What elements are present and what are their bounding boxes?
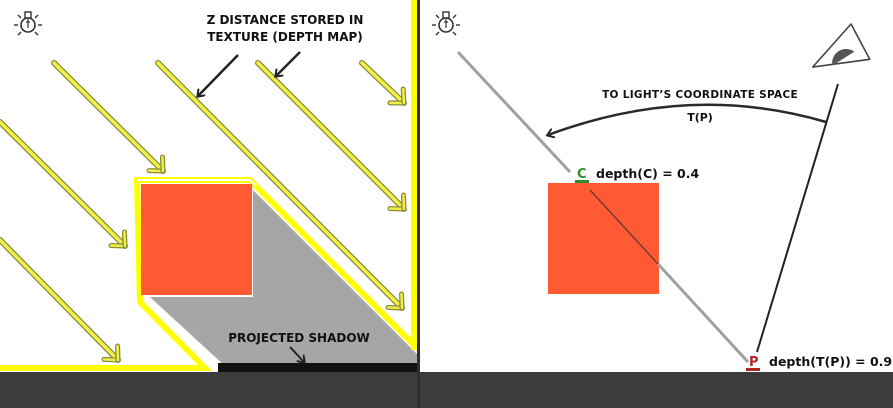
left-panel: Z DISTANCE STORED IN TEXTURE (DEPTH MAP)… <box>0 0 418 372</box>
point-p-marker <box>746 368 760 371</box>
point-p-letter: P <box>749 355 759 370</box>
shadow-floor-strip <box>218 363 418 372</box>
ray-c-to-p <box>589 189 659 265</box>
panel-divider <box>417 0 420 408</box>
annotation-line-2: TEXTURE (DEPTH MAP) <box>207 30 363 44</box>
light-ray-arrow <box>359 60 407 106</box>
lightbulb-icon <box>14 11 42 36</box>
depth-map-contour <box>0 177 417 371</box>
light-ray-arrow <box>51 60 166 174</box>
camera-eye-icon <box>811 23 871 68</box>
transform-arc <box>548 103 827 135</box>
transform-label-line-1: TO LIGHT’S COORDINATE SPACE <box>602 89 798 101</box>
projected-shadow <box>150 190 418 367</box>
depth-map-contour-inner <box>137 179 257 187</box>
light-rays <box>0 60 407 363</box>
transform-label-line-2: T(P) <box>687 111 713 124</box>
occluder-cube <box>141 184 252 295</box>
point-c-label: depth(C) = 0.4 <box>596 166 699 181</box>
lightbulb-icon-right <box>432 11 460 36</box>
ray-c-to-p-outside <box>656 262 750 364</box>
floor-right <box>420 372 893 408</box>
shadow-label-arrow <box>289 346 304 362</box>
light-ray-arrow <box>155 60 405 311</box>
light-ray-arrow <box>0 237 121 363</box>
point-p-label: depth(T(P)) = 0.9 <box>769 354 892 369</box>
light-ray-arrow <box>0 119 128 249</box>
annotation-line-1: Z DISTANCE STORED IN <box>207 13 364 27</box>
light-ray-arrow <box>255 60 407 212</box>
light-ray-to-c <box>456 50 572 174</box>
right-panel: TO LIGHT’S COORDINATE SPACE T(P) C depth… <box>432 11 892 371</box>
cube-right <box>548 183 659 294</box>
view-ray <box>756 83 839 353</box>
annotation-arrow-1 <box>198 54 239 96</box>
projected-shadow-label: PROJECTED SHADOW <box>228 331 370 345</box>
point-c-letter: C <box>577 167 587 182</box>
annotation-arrow-2 <box>276 51 301 76</box>
point-c-marker <box>575 180 589 183</box>
floor-left <box>0 372 418 408</box>
